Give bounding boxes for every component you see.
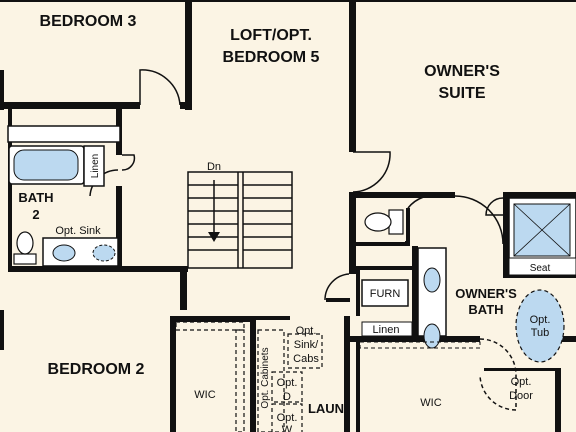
opt-d-label-line2: D <box>283 391 291 403</box>
opt-tub-label-line2: Tub <box>531 327 550 339</box>
opt-door-label-line1: Opt. <box>511 376 532 388</box>
opt-door-label-line2: Door <box>509 390 533 402</box>
furn-label: FURN <box>370 288 401 300</box>
opt-d-label-line1: Opt. <box>277 377 298 389</box>
bath2-label-line2: 2 <box>32 207 39 222</box>
laundry-fixtures <box>175 321 323 432</box>
loft-label-line1: LOFT/OPT. <box>230 27 312 44</box>
stairs <box>187 171 293 269</box>
opt-w-label-line1: Opt. <box>277 412 298 424</box>
opt-sink-label: Opt. Sink <box>55 225 101 237</box>
bath2-label-line1: BATH <box>18 190 53 205</box>
opt-tub-label-line1: Opt. <box>530 314 551 326</box>
opt-sink-cabs-label-line3: Cabs <box>293 353 319 365</box>
owners-suite-label-line1: OWNER'S <box>424 63 500 80</box>
stair-arrow-icon <box>208 232 220 242</box>
loft-label-line2: BEDROOM 5 <box>223 49 320 66</box>
opt-sink-cabs-label-line1: Opt. <box>296 325 317 337</box>
seat-label: Seat <box>530 263 551 274</box>
wic-right-label: WIC <box>420 397 441 409</box>
opt-cabinets-label: Opt. Cabinets <box>260 347 271 408</box>
owners-bath-fixtures <box>360 197 576 363</box>
owners-bath-label-line1: OWNER'S <box>455 286 517 301</box>
owners-wic-shelf <box>359 341 481 349</box>
bedroom3-label: BEDROOM 3 <box>40 13 137 30</box>
owners-suite-label-line2: SUITE <box>438 85 485 102</box>
linen-vertical-label: Linen <box>90 154 101 178</box>
owners-bath-label-line2: BATH <box>468 302 503 317</box>
wic-left-label: WIC <box>194 389 215 401</box>
opt-w-label-line2: W <box>282 424 293 432</box>
linen-horizontal-label: Linen <box>373 324 400 336</box>
dn-label: Dn <box>207 161 221 173</box>
bath2-fixtures <box>7 125 121 267</box>
laundry-label: LAUN <box>308 401 344 416</box>
bedroom2-label: BEDROOM 2 <box>48 361 145 378</box>
opt-sink-cabs-label-line2: Sink/ <box>294 339 319 351</box>
